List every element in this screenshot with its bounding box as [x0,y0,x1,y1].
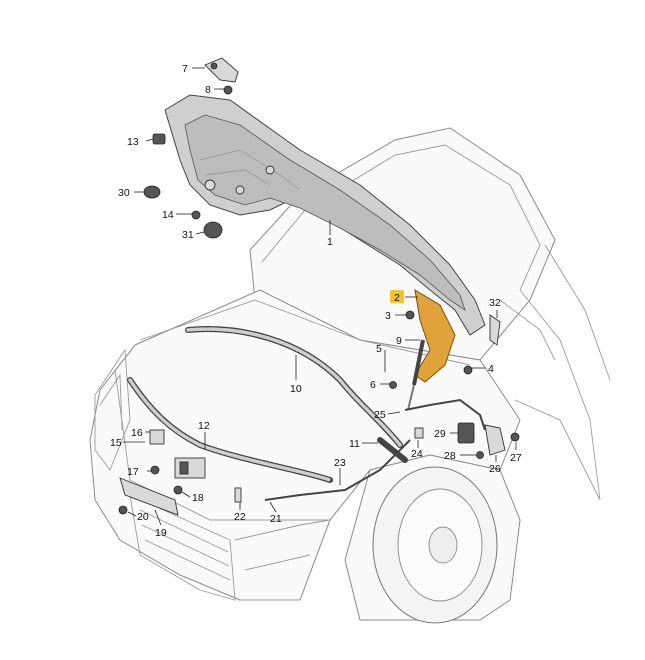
callout-labels: 7 8 13 30 14 31 1 2 3 32 9 5 4 6 10 25 1… [110,63,522,539]
grommet [143,185,161,199]
bolt [463,365,473,375]
callout-13: 13 [127,136,139,148]
callout-22: 22 [234,511,246,523]
callout-9: 9 [396,335,402,347]
callout-23: 23 [334,457,346,469]
parts [118,57,520,516]
callout-1: 1 [327,236,333,248]
clip [191,210,201,220]
callout-14: 14 [162,209,174,221]
callout-7: 7 [182,63,188,75]
callout-12: 12 [198,420,210,432]
callout-15: 15 [110,437,122,449]
highlight-marker [390,290,404,303]
hinge-highlighted [414,289,456,383]
callout-17: 17 [127,466,139,478]
bonnet-assembly [164,94,486,336]
release-lever [484,424,506,456]
callout-4: 4 [488,363,494,375]
callout-11: 11 [349,438,360,450]
callout-3: 3 [385,310,391,322]
callout-21: 21 [270,513,282,525]
callout-28: 28 [444,450,456,462]
nut [223,85,233,95]
lock-carrier [119,477,179,516]
trim-bracket [489,314,501,346]
large-grommet [203,221,223,239]
release-cable-upper [404,398,486,431]
headlight-left [94,348,131,471]
car-body [89,127,611,624]
callout-2: 2 [394,292,400,304]
callout-8: 8 [205,84,211,96]
gas-strut [412,339,425,386]
callout-10: 10 [290,383,302,395]
callout-26: 26 [489,463,501,475]
callout-29: 29 [434,428,446,440]
callout-20: 20 [137,511,149,523]
callout-5: 5 [376,343,382,355]
hood-catch [204,57,239,83]
callout-27: 27 [510,452,522,464]
release-handle [457,422,475,444]
release-cable-lower [264,439,411,501]
callout-32: 32 [489,297,501,309]
callout-16: 16 [131,427,143,439]
grille [129,494,236,601]
bonnet-lock [174,457,206,479]
callout-19: 19 [155,527,167,539]
callout-24: 24 [411,448,423,460]
callout-30: 30 [118,187,130,199]
callout-31: 31 [182,229,194,241]
callout-6: 6 [370,379,376,391]
leader-lines [123,67,517,526]
callout-25: 25 [374,409,386,421]
bonnet-inner-frame [184,114,466,311]
callout-18: 18 [192,492,204,504]
rubber-buffer [152,133,166,145]
